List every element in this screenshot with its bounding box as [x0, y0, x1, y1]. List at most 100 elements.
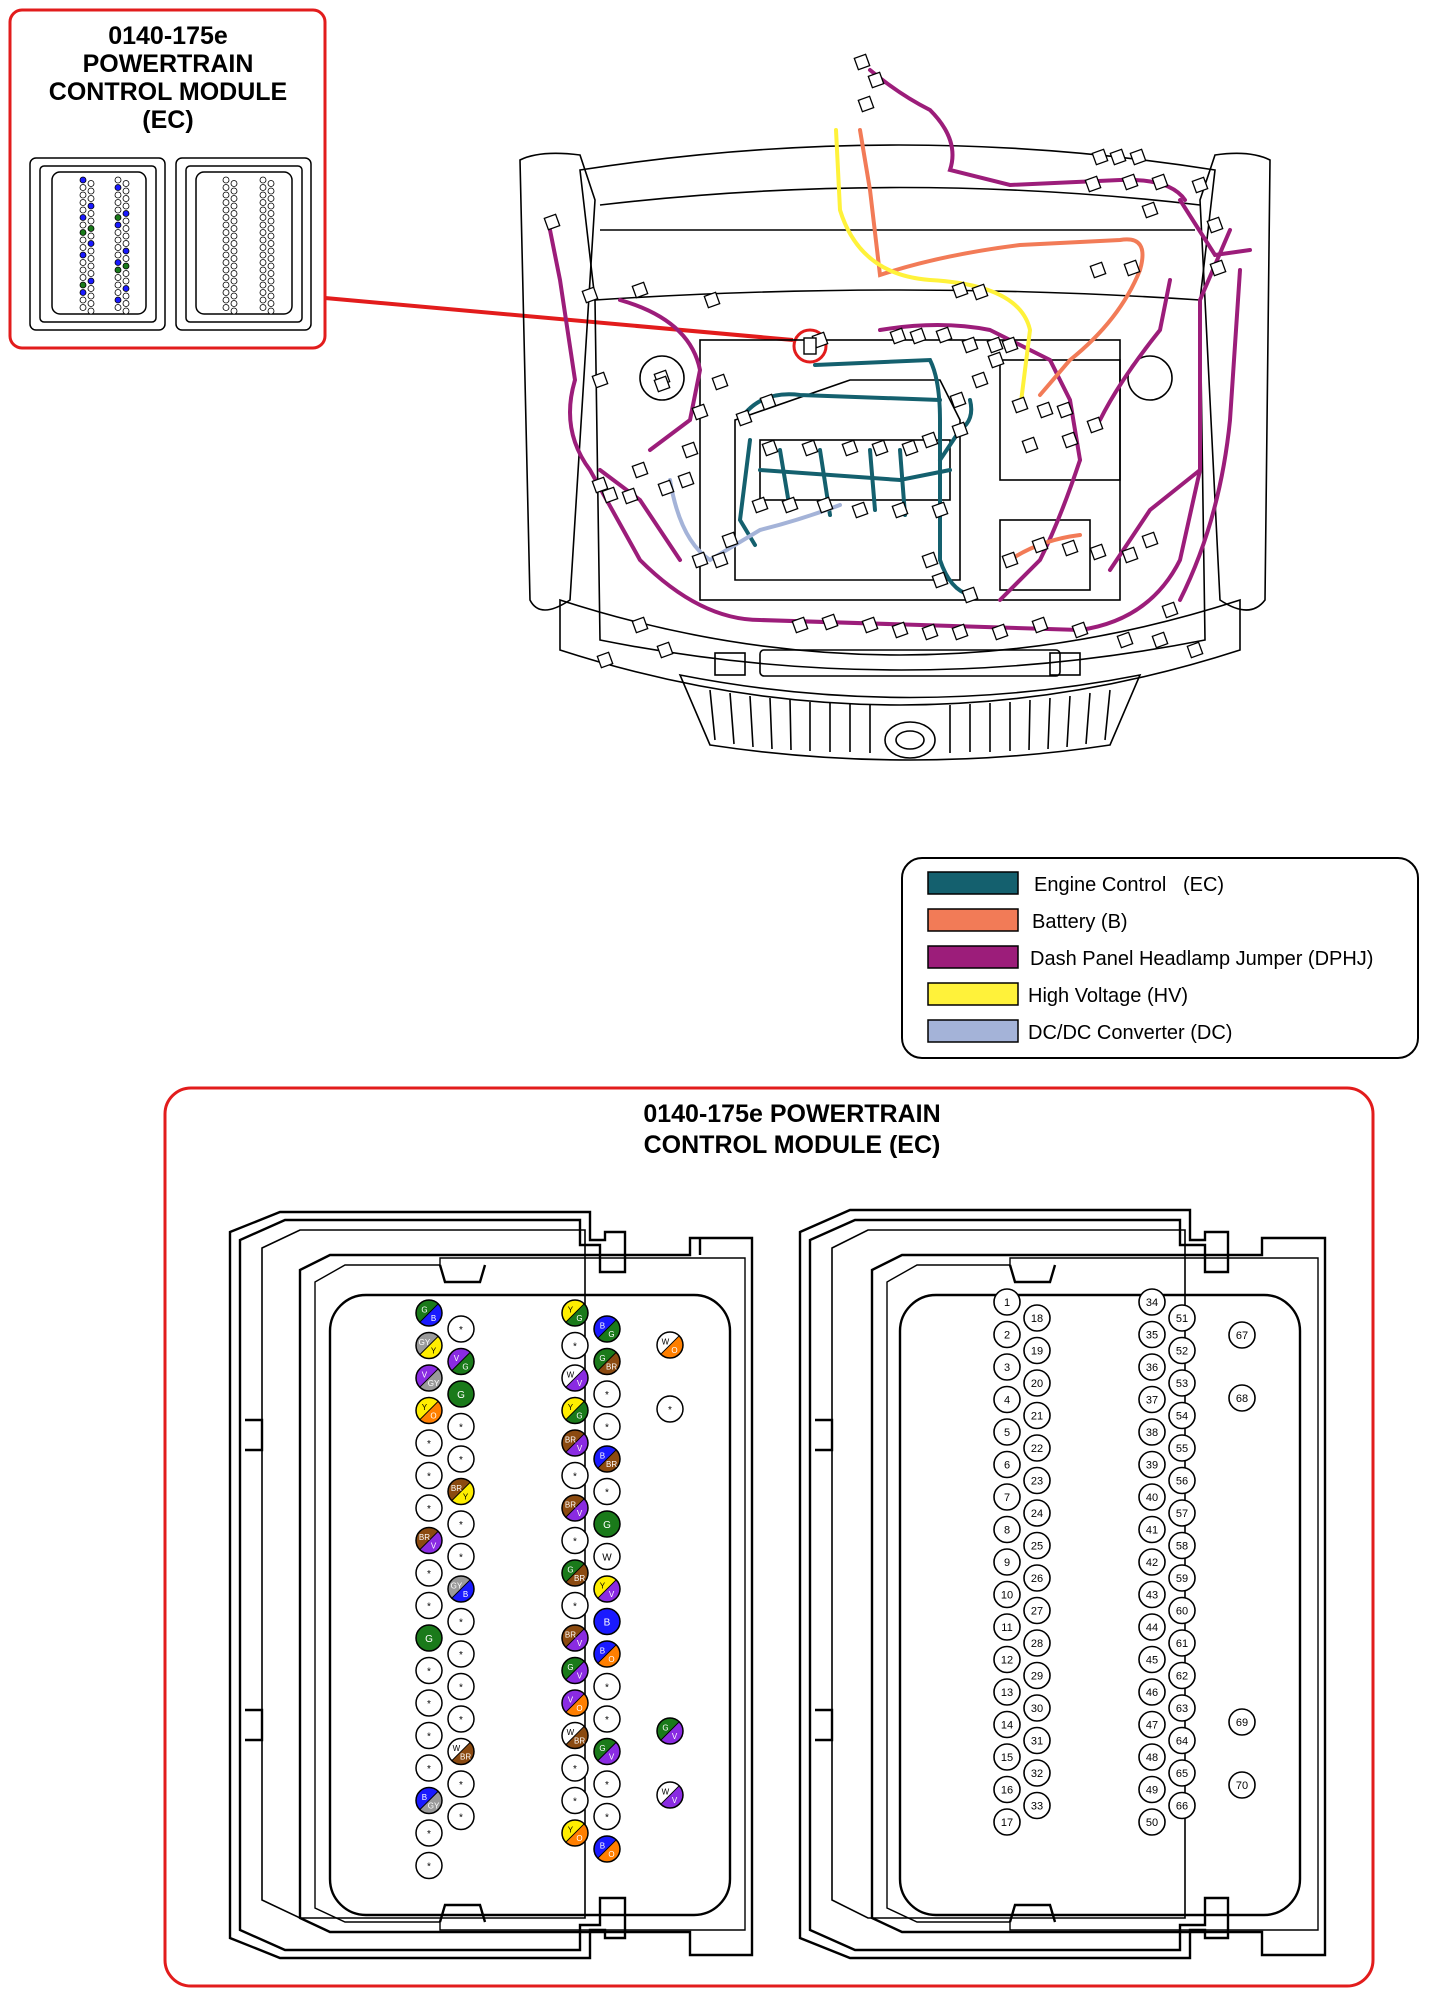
pin-label: * [459, 1780, 463, 1791]
thumb-pin [259, 184, 267, 191]
pin-number: 22 [1031, 1443, 1043, 1455]
thumb-pin [259, 304, 267, 311]
thumb-pin [87, 247, 95, 255]
pin-label: * [573, 1342, 577, 1353]
connector-pin: * [561, 1331, 589, 1360]
pin-label: * [459, 1325, 463, 1336]
connector-pin: WV [561, 1364, 589, 1392]
callout-connector-right-pins [222, 176, 275, 315]
harness-dcdc [668, 478, 842, 563]
connector-pin: 39 [1138, 1450, 1166, 1479]
connector-pin: 24 [1023, 1499, 1051, 1527]
connector-pin: 56 [1168, 1466, 1196, 1495]
grille-slats [709, 689, 1111, 753]
pin-label: * [459, 1553, 463, 1564]
pin-label: G [662, 1723, 668, 1732]
harness-connector-block [601, 486, 619, 504]
pin-label: B [600, 1321, 605, 1330]
pin-number: 52 [1176, 1346, 1188, 1358]
thumb-pin [222, 259, 230, 266]
pin-label: * [459, 1618, 463, 1629]
pin-number: 51 [1176, 1313, 1188, 1325]
connector-pin: * [447, 1510, 475, 1538]
thumb-pin [114, 214, 122, 221]
connector-pin: 69 [1228, 1708, 1256, 1736]
connector-pin: G [415, 1624, 443, 1652]
thumb-pin [267, 225, 275, 232]
connector-pin: 64 [1168, 1726, 1196, 1755]
thumb-pin [114, 236, 122, 244]
legend-swatch [927, 908, 1019, 932]
connector-pin: 17 [993, 1808, 1021, 1836]
harness-connector-block [591, 371, 609, 389]
harness-connector-block [677, 471, 695, 489]
harness-connector-block [1001, 336, 1019, 354]
thumb-pin [230, 292, 238, 300]
pin-label: O [608, 1850, 614, 1859]
thumb-pin [222, 304, 230, 311]
harness-connector-block [991, 623, 1009, 641]
pin-label: Y [568, 1403, 574, 1412]
pin-number: 4 [1004, 1395, 1010, 1407]
connector-panel: 0140-175e POWERTRAIN CONTROL MODULE (EC) [163, 1086, 1375, 1988]
pin-label: BR [451, 1484, 462, 1493]
pin-number: 49 [1146, 1785, 1158, 1797]
harness-connector-block [543, 213, 561, 231]
pin-label: * [605, 1780, 609, 1791]
thumb-pin [259, 221, 267, 229]
connector-pin: 21 [1023, 1401, 1051, 1430]
legend-swatch [927, 945, 1019, 969]
thumb-pin [114, 176, 122, 184]
harness-connector-block [949, 391, 967, 409]
thumb-pin [79, 221, 87, 229]
harness-connector-block [621, 487, 639, 505]
thumb-pin [230, 262, 238, 270]
harness-connector-block [851, 501, 869, 519]
pin-number: 44 [1146, 1622, 1158, 1634]
connector-pin: BRV [561, 1494, 589, 1522]
connector-pin: 57 [1168, 1499, 1196, 1527]
connector-pin: BG [593, 1315, 621, 1343]
harness-connector-block [841, 439, 859, 457]
pin-label: GY [451, 1581, 463, 1590]
thumb-pin [79, 229, 87, 236]
thumb-pin [267, 262, 275, 270]
connector-pin: 32 [1023, 1759, 1051, 1787]
connector-pin: YG [561, 1299, 589, 1327]
connector-pin: * [415, 1591, 443, 1620]
pin-number: 17 [1001, 1817, 1013, 1829]
pin-label: G [421, 1305, 427, 1314]
connector-pin: 66 [1168, 1791, 1196, 1820]
pin-label: BR [565, 1435, 576, 1444]
pin-number: 48 [1146, 1752, 1158, 1764]
thumb-pin [122, 292, 130, 300]
thumb-pin [79, 259, 87, 266]
connector-pin: * [447, 1315, 475, 1343]
harness-connector-block [1071, 621, 1089, 639]
pin-number: 1 [1004, 1297, 1010, 1309]
connector-pin: BRV [561, 1624, 589, 1652]
pin-number: 30 [1031, 1703, 1043, 1715]
connector-panel-title-line-1: 0140-175e POWERTRAIN [643, 1100, 940, 1128]
thumb-pin [79, 274, 87, 281]
harness-connector-block [721, 531, 739, 549]
pin-label: * [668, 1405, 672, 1416]
callout-title-line-3: CONTROL MODULE [49, 78, 287, 106]
pin-label: * [427, 1699, 431, 1710]
thumb-pin [222, 176, 230, 184]
harness-connector-block [1141, 531, 1159, 549]
pin-number: 63 [1176, 1703, 1188, 1715]
connector-pin: 25 [1023, 1531, 1051, 1560]
callout-title-line-4: (EC) [142, 106, 193, 134]
thumb-pin [87, 285, 95, 292]
thumb-pin [114, 244, 122, 251]
pin-label: * [459, 1715, 463, 1726]
thumb-pin [114, 304, 122, 311]
connector-pin: * [415, 1721, 443, 1750]
thumb-pin [122, 285, 130, 292]
harness-connector-block [653, 375, 671, 393]
harness-connector-block [821, 613, 839, 631]
thumb-pin [79, 304, 87, 311]
left-connector-pins: GBGYYVGYYO***BRV**G****BGY***VGG**BRY**G… [415, 1299, 684, 1880]
thumb-pin [222, 206, 230, 214]
